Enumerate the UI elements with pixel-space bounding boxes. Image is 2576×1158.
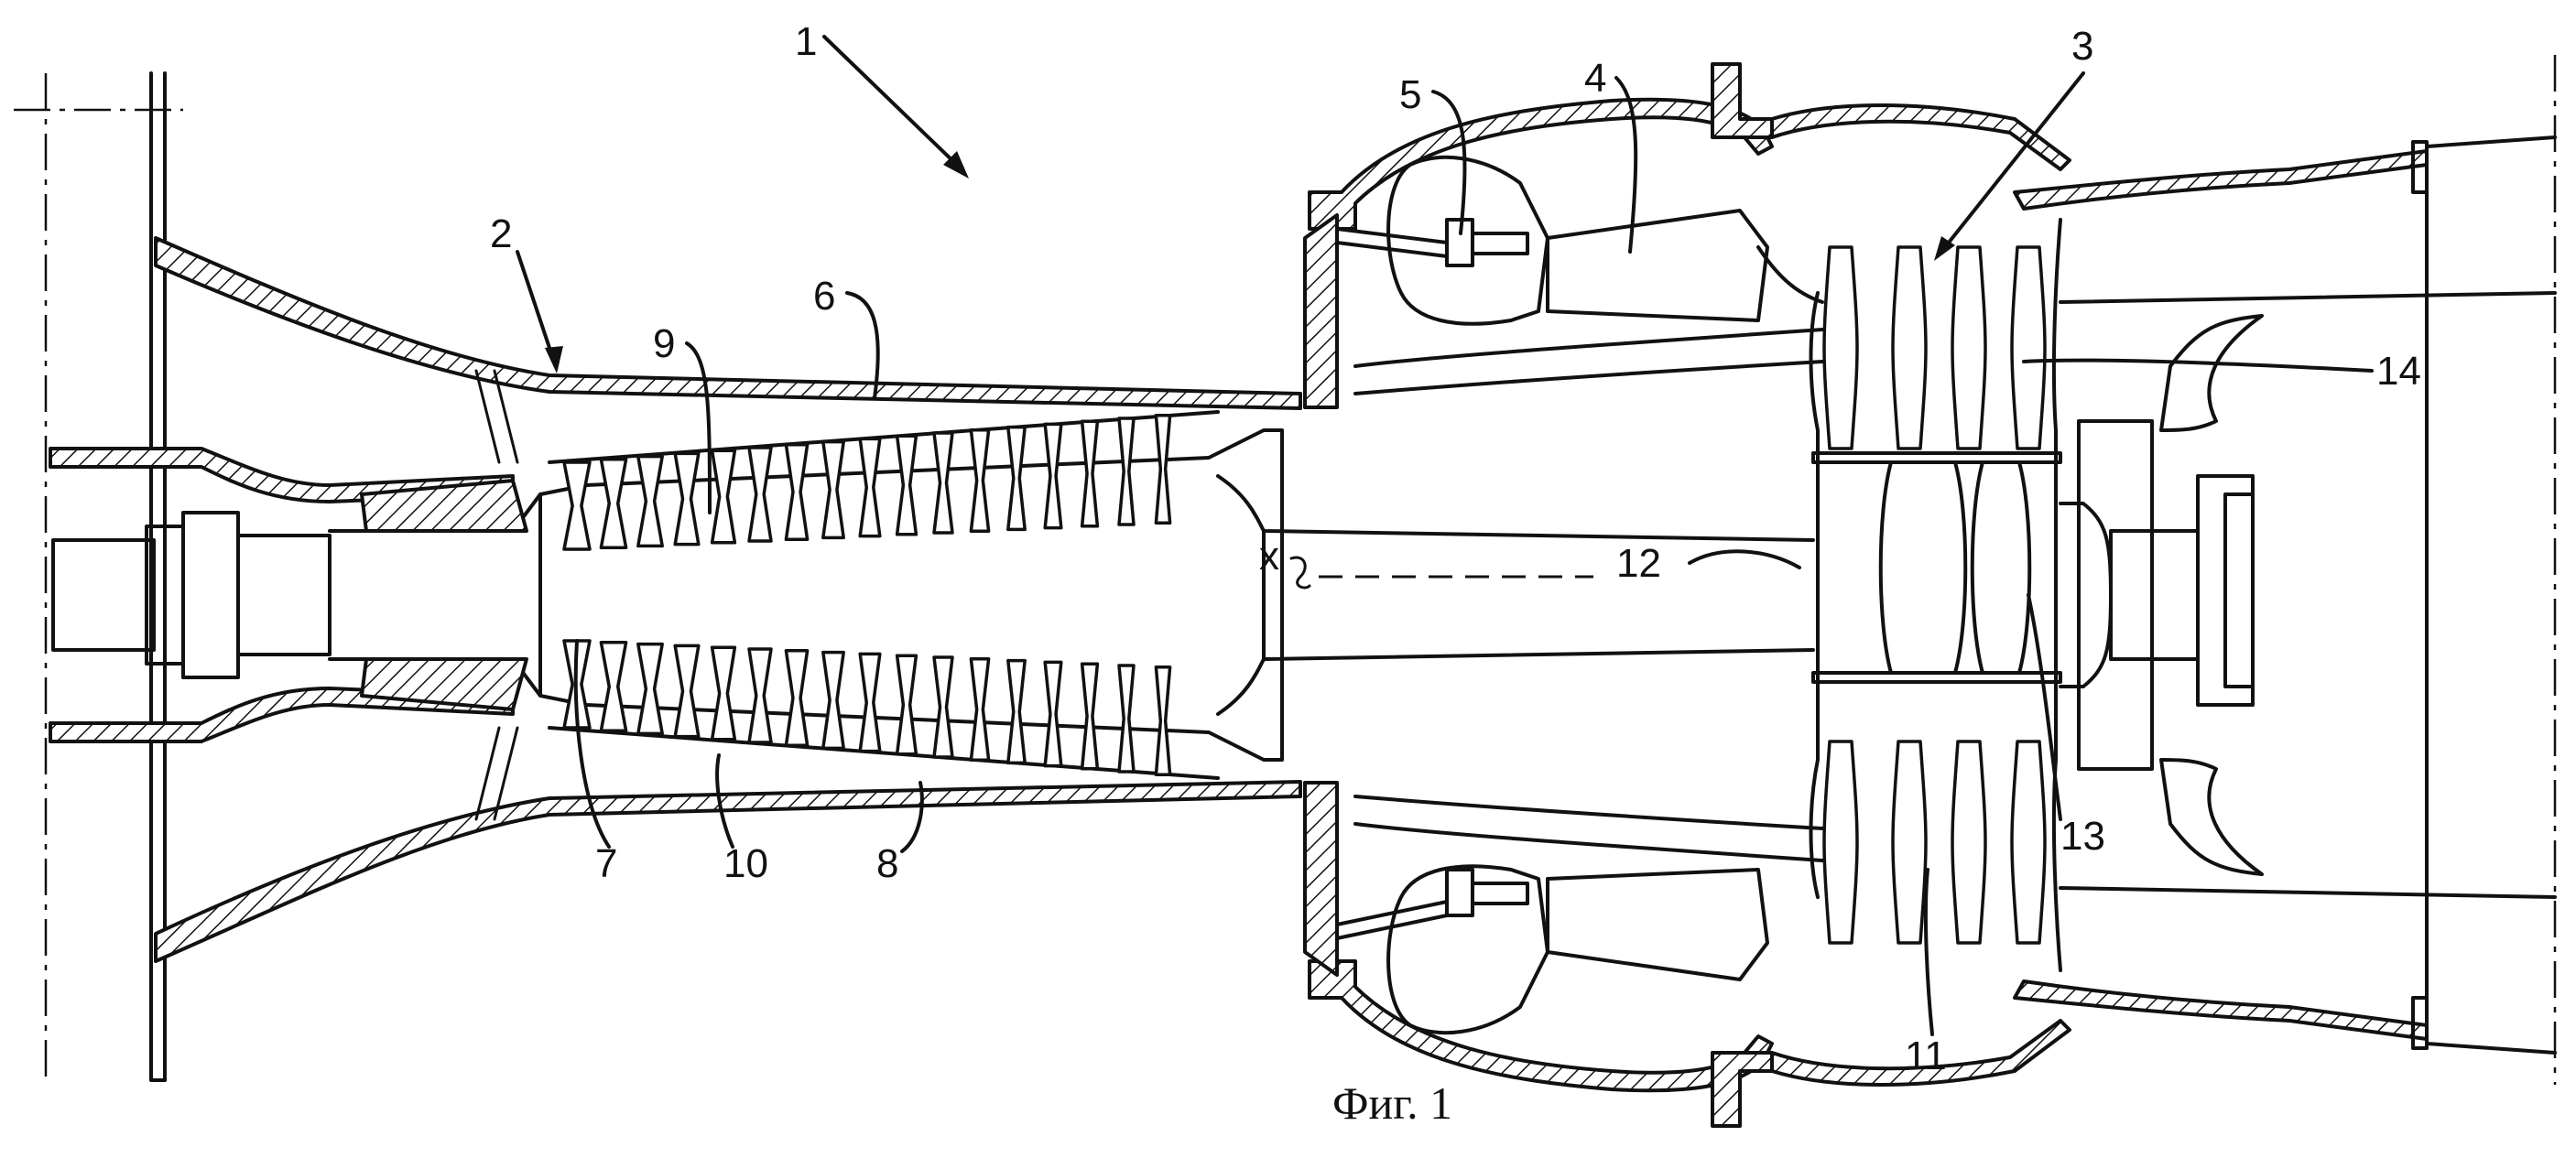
compressor-blade xyxy=(747,446,773,543)
ref-2-arrowhead xyxy=(545,346,563,373)
compressor-blade xyxy=(932,655,954,759)
turbine-blade xyxy=(1951,245,1987,450)
ref-13-leader xyxy=(2027,593,2062,821)
compressor-blade xyxy=(969,428,991,533)
ref-7-leader xyxy=(573,639,611,849)
ref-9-leader xyxy=(685,341,712,514)
ref-6-leader xyxy=(845,291,880,400)
ref-label-12: 12 xyxy=(1616,541,1661,586)
ref-10-leader xyxy=(715,753,734,849)
exhaust-diffuser xyxy=(2013,135,2557,1055)
ref-label-2: 2 xyxy=(490,211,512,256)
turbine-blade xyxy=(1822,740,1859,945)
compressor-blade xyxy=(858,437,882,538)
ref-11-leader xyxy=(1923,868,1934,1036)
figure-caption: Фиг. 1 xyxy=(1332,1077,1452,1129)
compressor-blade xyxy=(821,650,845,751)
compressor-casing xyxy=(474,369,1220,821)
turbine-blade xyxy=(1891,740,1928,945)
ref-2-leader xyxy=(516,250,556,363)
axis-symbol: x xyxy=(1259,534,1279,579)
compressor-blade xyxy=(895,654,918,756)
ref-8-leader xyxy=(900,781,924,853)
compressor-blade xyxy=(673,644,701,739)
ref-label-14: 14 xyxy=(2376,349,2421,394)
ref-label-8: 8 xyxy=(876,841,898,886)
axis-symbol-mark xyxy=(1289,556,1311,590)
ref-label-7: 7 xyxy=(595,841,617,886)
ref-label-10: 10 xyxy=(723,841,768,886)
reference-labels: 1 2 3 4 5 6 7 8 9 10 11 12 xyxy=(490,19,2421,1078)
turbine-blade xyxy=(1891,245,1928,450)
ref-12-leader xyxy=(1688,549,1801,569)
ref-3-arrowhead xyxy=(1934,236,1955,261)
turbine-blade xyxy=(2010,245,2047,450)
turbine-blade xyxy=(1822,245,1859,450)
compressor-blade-rows xyxy=(562,414,1172,776)
compressor-blade xyxy=(1006,425,1027,532)
ref-1-arrowhead xyxy=(943,151,969,179)
ref-label-9: 9 xyxy=(653,321,675,366)
compressor-blade xyxy=(1117,664,1136,774)
compressor-blade xyxy=(1043,660,1063,768)
ref-label-1: 1 xyxy=(795,19,817,64)
compressor-blade xyxy=(599,458,628,549)
compressor-blade xyxy=(895,434,918,536)
ref-5-leader xyxy=(1431,90,1467,235)
compressor-blade xyxy=(784,649,810,747)
compressor-blade xyxy=(710,645,737,741)
ref-label-5: 5 xyxy=(1399,72,1421,117)
compressor-blade xyxy=(932,431,954,535)
compressor-blade xyxy=(784,443,810,541)
ref-label-11: 11 xyxy=(1905,1034,1947,1078)
input-shaft xyxy=(51,479,542,711)
ref-label-4: 4 xyxy=(1584,56,1606,101)
compressor-blade xyxy=(710,449,737,545)
combustor-casing xyxy=(1303,62,2071,1128)
compressor-blade xyxy=(673,451,701,547)
ref-label-6: 6 xyxy=(813,274,835,319)
combustor-liners xyxy=(1335,155,1824,1035)
compressor-blade xyxy=(821,439,845,540)
turbine-blade xyxy=(2010,740,2047,945)
compressor-blade xyxy=(1043,422,1063,530)
compressor-blade xyxy=(969,657,991,762)
turbine-section xyxy=(1809,218,2255,972)
compressor-blade xyxy=(1080,662,1100,771)
ref-14-leader xyxy=(2022,358,2374,373)
compressor-blade xyxy=(562,460,592,551)
compressor-blade xyxy=(858,652,882,753)
compressor-blade xyxy=(1117,417,1136,526)
ref-label-13: 13 xyxy=(2060,814,2105,859)
ref-3-leader xyxy=(1940,71,2085,254)
compressor-blade xyxy=(747,647,773,744)
ref-1-arrow xyxy=(822,35,963,171)
inlet-frame xyxy=(14,55,2557,1085)
compressor-blade xyxy=(1006,658,1027,765)
compressor-blade xyxy=(636,454,664,548)
ref-4-leader xyxy=(1614,76,1638,254)
compressor-blade xyxy=(1154,666,1172,776)
compressor-blade xyxy=(1154,414,1172,525)
compressor-blade xyxy=(599,641,628,732)
ref-label-3: 3 xyxy=(2071,24,2093,69)
compressor-blade xyxy=(636,642,664,736)
inlet-casing xyxy=(49,236,1302,963)
turbine-blade xyxy=(1951,740,1987,945)
compressor-blade xyxy=(1080,419,1100,528)
